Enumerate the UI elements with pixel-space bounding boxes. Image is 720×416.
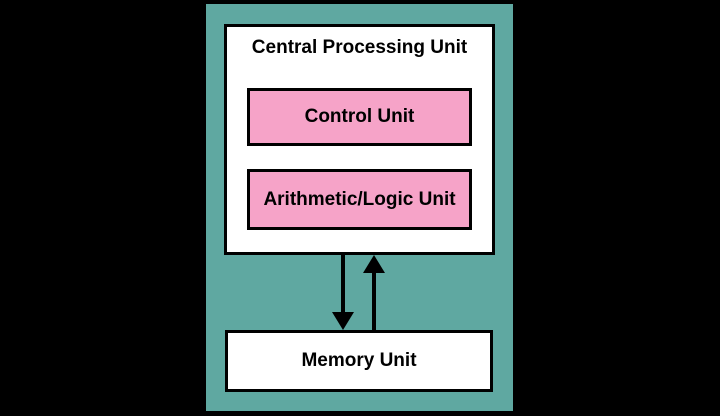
cpu-box: Central Processing Unit Control Unit Ari…	[224, 24, 495, 255]
alu-label: Arithmetic/Logic Unit	[263, 188, 456, 210]
memory-unit-box: Memory Unit	[225, 330, 493, 392]
memory-unit-label: Memory Unit	[301, 350, 417, 371]
control-unit-box: Control Unit	[247, 88, 472, 146]
control-unit-label: Control Unit	[304, 106, 415, 127]
down-arrow-icon	[332, 255, 354, 330]
cpu-title: Central Processing Unit	[251, 37, 468, 58]
alu-box: Arithmetic/Logic Unit	[247, 169, 472, 230]
bus-arrows	[332, 255, 385, 330]
diagram-panel: Central Processing Unit Control Unit Ari…	[206, 4, 513, 411]
up-arrow-icon	[363, 255, 385, 330]
